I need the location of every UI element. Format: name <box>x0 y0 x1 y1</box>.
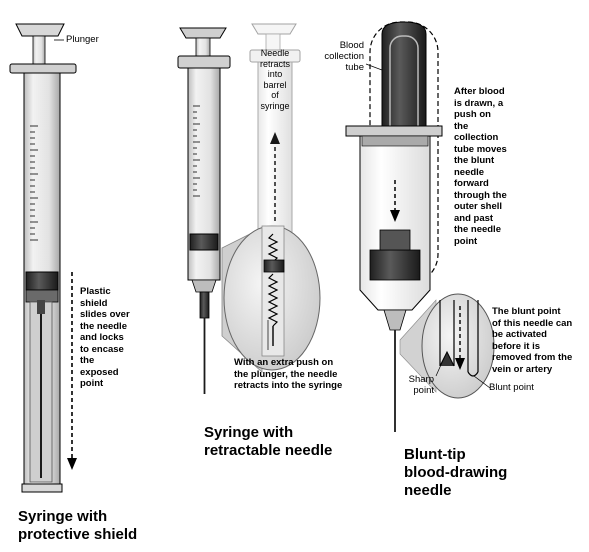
note-line: before it is <box>492 340 541 352</box>
holder-flange <box>345 125 443 137</box>
tube-label-line: tube <box>345 62 365 73</box>
title-line: Syringe with <box>18 508 108 525</box>
spring <box>267 233 279 263</box>
note-line: Plastic <box>80 286 111 297</box>
graduations <box>30 125 38 241</box>
outer-shell <box>359 135 431 311</box>
syringe-retractable <box>177 23 321 394</box>
retract-note: With an extra push on the plunger, the n… <box>234 357 342 392</box>
note-line: slides over <box>80 309 130 320</box>
note-line: to encase <box>80 343 124 355</box>
note-line: of this needle can <box>492 317 573 329</box>
sharp-label-line: point <box>413 385 434 396</box>
note-line: outer shell <box>454 201 503 212</box>
note-line: the needle <box>80 320 127 332</box>
plunger-rod <box>32 35 46 67</box>
note-line: be activated <box>492 329 547 340</box>
note-line: tube moves <box>454 143 507 155</box>
title-line: needle <box>404 482 452 499</box>
retract-inset-label: Needle retracts into barrel of syringe <box>258 48 292 111</box>
plunger-thumb-rest <box>15 23 65 37</box>
note-line: needle <box>454 166 485 178</box>
blunt-note: After blood is drawn, a push on the coll… <box>454 86 507 247</box>
title-protective-shield: Syringe with protective shield <box>18 508 137 544</box>
title-line: Blunt-tip <box>404 446 466 463</box>
note-line: vein or artery <box>492 363 553 375</box>
barrel-flange-2 <box>177 55 231 69</box>
inset-line: syringe <box>260 100 290 111</box>
plunger-stopper <box>25 271 59 291</box>
barrel-flange <box>9 63 77 74</box>
title-line: retractable needle <box>204 442 333 459</box>
note-line: point <box>454 235 478 247</box>
note-line: With an extra push on <box>234 357 334 368</box>
inset-line: of <box>271 90 279 100</box>
inset-line: Needle <box>260 48 290 58</box>
retracted-ghost <box>249 23 301 247</box>
note-line: the plunger, the needle <box>234 368 338 380</box>
note-line: push on <box>454 109 491 120</box>
tube-label: Blood collection tube <box>320 40 364 73</box>
inset-line: retracts <box>259 58 290 69</box>
note-line: After blood <box>454 86 505 97</box>
note-line: and locks <box>80 332 124 343</box>
title-line: Syringe with <box>204 424 294 441</box>
note-line: is drawn, a <box>454 97 504 109</box>
graduations-2 <box>193 105 200 197</box>
note-line: through the <box>454 189 507 201</box>
blunt-point-label: Blunt point <box>489 382 534 393</box>
title-blunt-tip: Blunt-tip blood-drawing needle <box>404 446 507 500</box>
note-line: collection <box>454 132 499 143</box>
plunger-thumb-rest-2 <box>179 27 227 39</box>
note-line: the blunt <box>454 155 495 166</box>
tube-label-line: Blood <box>339 40 364 51</box>
note-line: the needle <box>454 224 501 235</box>
note-line: and past <box>454 212 494 224</box>
note-line: the <box>454 120 469 132</box>
note-line: forward <box>454 178 489 189</box>
note-line: point <box>80 378 104 389</box>
sharp-label-line: Sharp <box>408 374 434 385</box>
note-line: exposed <box>80 366 119 378</box>
title-line: blood-drawing <box>404 464 508 481</box>
blunt-tip-needle <box>345 21 495 432</box>
note-line: the <box>80 355 95 366</box>
inset-line: barrel <box>263 79 287 90</box>
plunger-stopper-2 <box>189 233 219 251</box>
note-line: shield <box>80 297 108 309</box>
detail-note: The blunt point of this needle can be ac… <box>492 306 572 375</box>
title-line: protective shield <box>18 526 138 543</box>
tube-label-line: collection <box>324 51 364 62</box>
note-line: removed from the <box>492 352 573 363</box>
note-line: retracts into the syringe <box>234 380 343 391</box>
title-retractable: Syringe with retractable needle <box>204 424 332 460</box>
plunger-label: Plunger <box>66 34 99 45</box>
syringe-protective-shield <box>9 23 77 493</box>
inset-line: into <box>267 69 283 79</box>
sharp-point-label: Sharp point <box>402 374 434 396</box>
shield-note: Plastic shield slides over the needle an… <box>80 286 130 390</box>
note-line: The blunt point <box>492 306 561 317</box>
